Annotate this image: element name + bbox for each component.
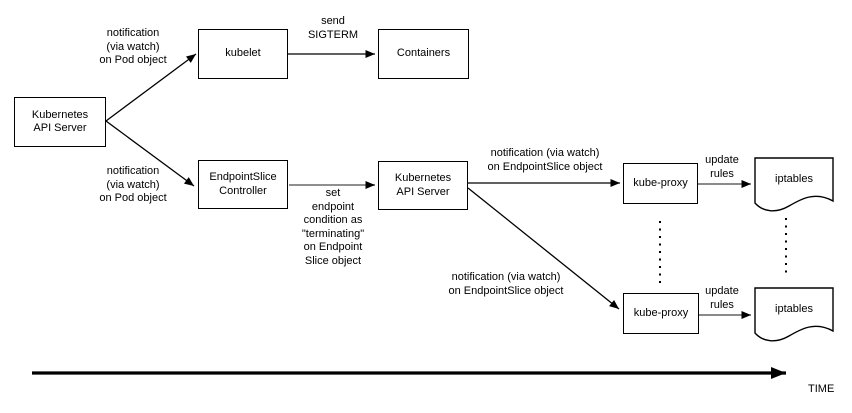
node-containers: Containers: [378, 29, 469, 79]
edge-label-update-rules-top: update rules: [705, 154, 739, 180]
edge-label-notify-endpointslice-bottom: notification (via watch) on EndpointSlic…: [448, 271, 564, 297]
time-axis-label: TIME: [808, 383, 835, 395]
node-kube-proxy-bottom: kube-proxy: [623, 293, 699, 334]
node-kubernetes-api-server-mid: Kubernetes API Server: [378, 161, 468, 210]
edge-label-notify-pod-bottom: notification (via watch) on Pod object: [99, 165, 167, 204]
arrow-apiserver-to-kube-proxy-bottom: [467, 187, 620, 310]
node-kubelet: kubelet: [198, 29, 288, 79]
iptables-document-shape-top: [754, 157, 834, 212]
edge-label-send-sigterm: send SIGTERM: [307, 15, 359, 41]
edge-label-update-rules-bottom: update rules: [705, 285, 739, 311]
arrow-apiserver-to-kubelet: [105, 53, 197, 122]
node-kubernetes-api-server-left: Kubernetes API Server: [14, 97, 106, 147]
edge-label-notify-pod-top: notification (via watch) on Pod object: [99, 27, 167, 66]
iptables-document-shape-bottom: [754, 287, 834, 342]
edge-label-notify-endpointslice-top: notification (via watch) on EndpointSlic…: [487, 147, 603, 173]
edge-label-set-endpoint-condition: set endpoint condition as "terminating" …: [301, 187, 365, 267]
node-endpointslice-controller: EndpointSlice Controller: [198, 160, 288, 209]
node-kube-proxy-top: kube-proxy: [623, 163, 698, 204]
arrow-apiserver-to-endpointslice-controller: [105, 120, 195, 187]
